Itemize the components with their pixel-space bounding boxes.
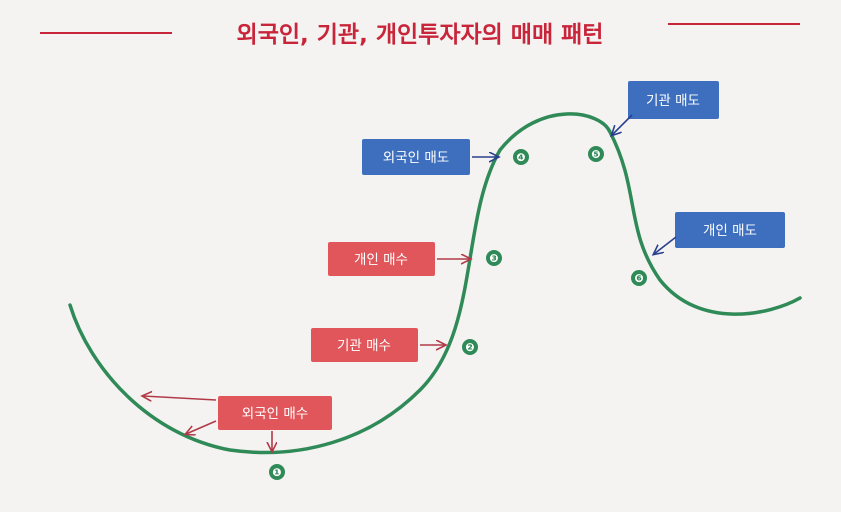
marker-6-circle [631,270,647,286]
individual-sell-arrow [654,236,677,254]
individual-sell-group: 개인 매도 [675,212,785,248]
individual-buy-group: 개인 매수 [328,242,435,276]
marker-1: ❶ [269,464,285,480]
marker-4-circle [513,149,529,165]
marker-4-number: ❹ [516,151,525,164]
marker-5-number: ❺ [591,148,600,161]
institution-sell-arrow [612,114,633,135]
price-curve [68,112,802,455]
individual-sell-label: 개인 매도 [703,223,757,239]
marker-2-circle [462,339,478,355]
institution-sell-group: 기관 매도 [628,81,719,119]
marker-6: ❻ [631,270,647,286]
foreign-buy-group: 외국인 매수 [218,396,332,430]
marker-1-circle [269,464,285,480]
foreign-buy-arrow-left-upper [143,396,217,400]
foreign-buy-box [218,396,332,430]
foreign-buy-label: 외국인 매수 [242,406,308,422]
institution-buy-box [311,328,418,362]
individual-sell-box [675,212,785,248]
marker-5: ❺ [588,146,604,162]
foreign-buy-arrow-left-lower [186,420,217,434]
marker-3: ❸ [486,250,502,266]
diagram-title: 외국인, 기관, 개인투자자의 매매 패턴 [237,22,604,48]
marker-4: ❹ [513,149,529,165]
marker-2-number: ❷ [465,341,474,354]
marker-1-number: ❶ [272,466,281,479]
marker-2: ❷ [462,339,478,355]
foreign-sell-label: 외국인 매도 [383,150,449,166]
foreign-sell-box [362,139,470,175]
institution-buy-group: 기관 매수 [311,328,418,362]
institution-sell-box [628,81,719,119]
marker-3-circle [486,250,502,266]
marker-3-number: ❸ [489,252,498,265]
institution-buy-label: 기관 매수 [337,338,391,354]
marker-6-number: ❻ [634,272,643,285]
institution-sell-label: 기관 매도 [646,93,700,109]
foreign-sell-group: 외국인 매도 [362,139,470,175]
individual-buy-label: 개인 매수 [354,252,408,268]
marker-5-circle [588,146,604,162]
individual-buy-box [328,242,435,276]
